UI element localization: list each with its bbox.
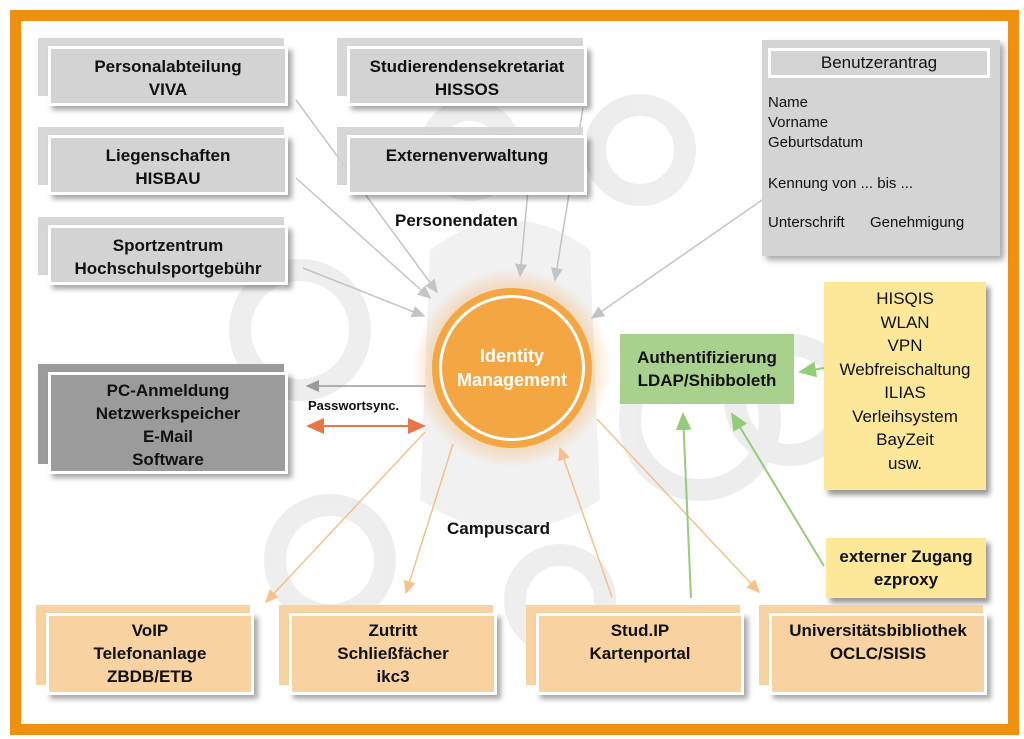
target-box-zutritt: Zutritt Schließfächer ikc3 xyxy=(279,605,497,695)
arrow-services-auth xyxy=(798,361,825,378)
arrow-personal xyxy=(295,99,438,294)
box-line: ikc3 xyxy=(376,667,410,686)
arrow-benutzerantrag xyxy=(590,197,766,319)
services-box: HISQIS WLAN VPN Webfreischaltung ILIAS V… xyxy=(824,282,986,490)
form-field-unterschrift: Unterschrift xyxy=(768,214,845,231)
box-line: VIVA xyxy=(148,80,188,99)
arrow-externen xyxy=(515,189,529,278)
center-line: Management xyxy=(456,370,568,390)
service-item: Webfreischaltung xyxy=(839,359,971,379)
box-line: HISSOS xyxy=(434,80,500,99)
box-line: Studierendensekretariat xyxy=(369,57,565,76)
box-line: Universitätsbibliothek xyxy=(789,621,967,640)
arrow-bibliothek xyxy=(596,418,761,594)
label-personendaten: Personendaten xyxy=(395,211,518,230)
arrow-voip xyxy=(264,431,426,604)
box-line: ZBDB/ETB xyxy=(107,667,193,686)
box-line: Liegenschaften xyxy=(105,146,231,165)
box-line: PC-Anmeldung xyxy=(106,381,230,400)
external-access-box: externer Zugang ezproxy xyxy=(826,538,986,598)
arrow-zutritt xyxy=(403,443,454,595)
form-field-kennung: Kennung von ... bis ... xyxy=(768,175,914,192)
form-field-geburtsdatum: Geburtsdatum xyxy=(768,134,864,151)
box-line: Telefonanlage xyxy=(93,644,207,663)
box-line: Kartenportal xyxy=(589,644,691,663)
external-line: externer Zugang xyxy=(839,547,973,566)
auth-line: Authentifizierung xyxy=(637,348,777,367)
box-line: Personalabteilung xyxy=(94,57,242,76)
label-campuscard: Campuscard xyxy=(447,519,550,538)
box-line: Netzwerkspeicher xyxy=(95,404,241,423)
service-item: HISQIS xyxy=(876,289,934,308)
service-item: usw. xyxy=(887,453,923,473)
service-item: WLAN xyxy=(880,312,930,332)
label-passwortsync: Passwortsync. xyxy=(308,398,400,413)
auth-line: LDAP/Shibboleth xyxy=(637,371,777,390)
box-line: HISBAU xyxy=(135,169,201,188)
service-item: VPN xyxy=(887,336,923,355)
source-box-studierendensekretariat: Studierendensekretariat HISSOS xyxy=(337,38,587,106)
box-line: Zutritt xyxy=(368,621,418,640)
center-line: Identity xyxy=(479,346,544,366)
source-box-sportzentrum: Sportzentrum Hochschulsportgebühr xyxy=(38,217,288,285)
pc-services-box: PC-Anmeldung Netzwerkspeicher E-Mail Sof… xyxy=(38,364,288,474)
identity-management-node: Identity Management xyxy=(432,288,592,448)
source-box-liegenschaften: Liegenschaften HISBAU xyxy=(38,127,288,195)
box-line: OCLC/SISIS xyxy=(829,644,927,663)
form-title: Benutzerantrag xyxy=(768,48,990,78)
box-line: Sportzentrum xyxy=(112,236,224,255)
service-item: ILIAS xyxy=(884,383,926,402)
form-field-vorname: Vorname xyxy=(768,114,829,131)
arrow-sport xyxy=(302,267,426,318)
source-box-externenverwaltung: Externenverwaltung xyxy=(337,127,587,195)
benutzerantrag-form: Benutzerantrag Name Vorname Geburtsdatum… xyxy=(762,40,1000,256)
source-box-personalabteilung: Personalabteilung VIVA xyxy=(38,38,288,106)
service-item: BayZeit xyxy=(876,430,934,449)
service-item: Verleihsystem xyxy=(852,406,958,426)
form-field-genehmigung: Genehmigung xyxy=(870,214,965,231)
box-line: E-Mail xyxy=(142,427,194,446)
box-line: Software xyxy=(132,450,204,469)
box-line: Hochschulsportgebühr xyxy=(74,259,262,278)
target-box-studip: Stud.IP Kartenportal xyxy=(526,605,744,695)
external-line: ezproxy xyxy=(873,570,939,589)
arrow-studip-auth xyxy=(675,412,692,599)
target-box-voip: VoIP Telefonanlage ZBDB/ETB xyxy=(36,605,254,695)
box-line: Externenverwaltung xyxy=(385,146,549,165)
box-line: Stud.IP xyxy=(610,621,670,640)
box-line: VoIP xyxy=(131,621,169,640)
box-line: Schließfächer xyxy=(337,644,449,663)
target-box-bibliothek: Universitätsbibliothek OCLC/SISIS xyxy=(759,605,987,695)
arrow-external-auth xyxy=(730,412,825,567)
auth-box: Authentifizierung LDAP/Shibboleth xyxy=(620,334,794,404)
arrow-studip xyxy=(558,446,613,598)
form-field-name: Name xyxy=(768,94,809,111)
arrow-liegenschaften xyxy=(295,177,432,300)
